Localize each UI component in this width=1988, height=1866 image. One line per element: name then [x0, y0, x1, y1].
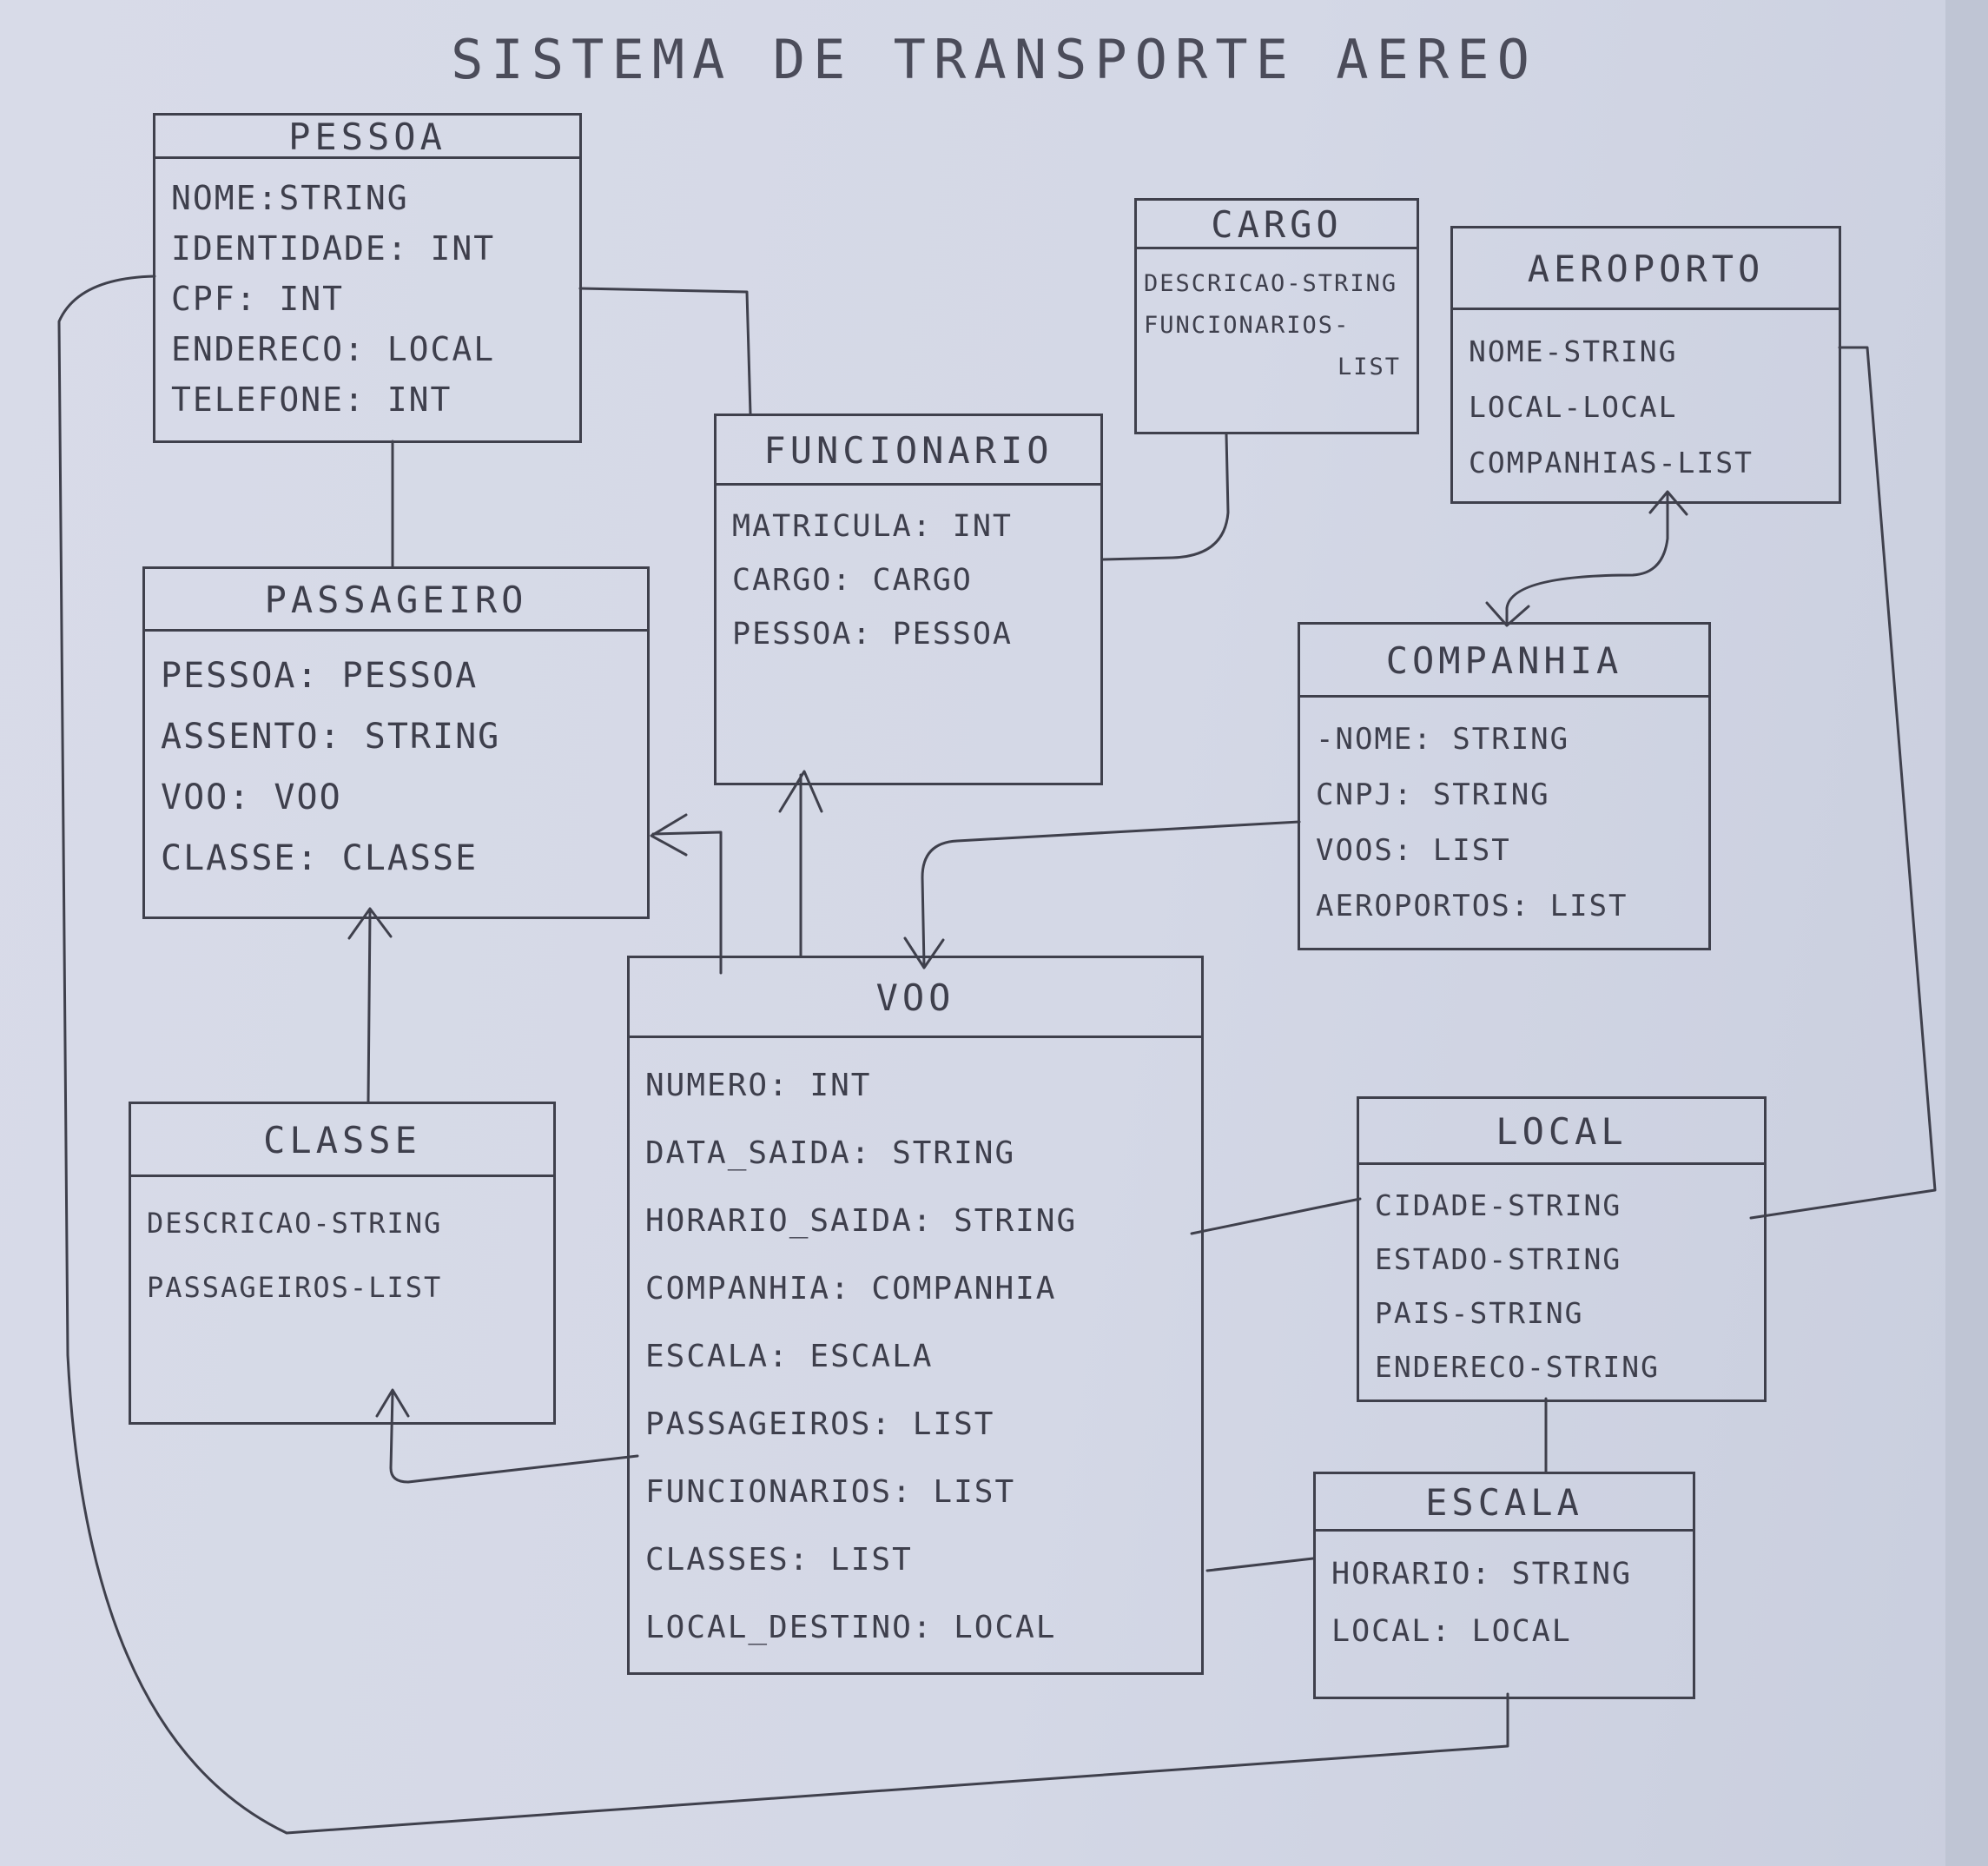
class-box-companhia: COMPANHIA -NOME: STRING CNPJ: STRING VOO… — [1298, 622, 1711, 950]
class-box-aeroporto: AEROPORTO NOME-STRING LOCAL-LOCAL COMPAN… — [1450, 226, 1841, 504]
attribute: -NOME: STRING — [1316, 722, 1570, 757]
attribute: PAIS-STRING — [1375, 1296, 1584, 1330]
attribute: DATA_SAIDA: STRING — [645, 1135, 1016, 1171]
class-name-voo: VOO — [630, 958, 1201, 1038]
attribute: TELEFONE: INT — [171, 380, 452, 419]
attribute: LOCAL-LOCAL — [1469, 390, 1678, 424]
class-box-passageiro: PASSAGEIRO PESSOA: PESSOA ASSENTO: STRIN… — [142, 566, 650, 919]
attribute: LOCAL: LOCAL — [1331, 1614, 1572, 1649]
class-box-cargo: CARGO DESCRICAO-STRING FUNCIONARIOS- LIS… — [1134, 198, 1419, 434]
attribute: CLASSE: CLASSE — [161, 838, 479, 878]
class-box-local: LOCAL CIDADE-STRING ESTADO-STRING PAIS-S… — [1357, 1096, 1767, 1402]
link-companhia-voo — [921, 820, 1301, 968]
class-box-pessoa: PESSOA NOME:STRING IDENTIDADE: INT CPF: … — [153, 113, 582, 443]
attribute: LIST — [1337, 354, 1401, 380]
attribute: MATRICULA: INT — [732, 509, 1014, 544]
class-name-cargo: CARGO — [1137, 201, 1417, 249]
link-voo-escala — [1205, 1557, 1315, 1572]
attribute: ESTADO-STRING — [1375, 1242, 1622, 1276]
attribute: CIDADE-STRING — [1375, 1188, 1622, 1222]
attribute: PESSOA: PESSOA — [732, 617, 1014, 652]
link-voo-classe — [389, 1392, 639, 1484]
class-name-passageiro: PASSAGEIRO — [145, 569, 647, 632]
attribute: FUNCIONARIOS: LIST — [645, 1474, 1016, 1510]
class-name-aeroporto: AEROPORTO — [1453, 228, 1839, 310]
class-name-companhia: COMPANHIA — [1300, 625, 1708, 698]
attribute: VOOS: LIST — [1316, 833, 1511, 868]
link-aeroporto-companhia — [1505, 493, 1669, 625]
class-box-escala: ESCALA HORARIO: STRING LOCAL: LOCAL — [1313, 1472, 1695, 1699]
class-box-voo: VOO NUMERO: INT DATA_SAIDA: STRING HORAR… — [627, 956, 1204, 1675]
attribute: PASSAGEIROS: LIST — [645, 1406, 995, 1442]
attribute: NOME-STRING — [1469, 334, 1678, 368]
arrowhead-passageiro — [650, 813, 688, 857]
attribute: HORARIO_SAIDA: STRING — [645, 1203, 1078, 1239]
attribute: CPF: INT — [171, 280, 345, 318]
attribute: HORARIO: STRING — [1331, 1557, 1633, 1591]
attribute: PASSAGEIROS-LIST — [147, 1271, 443, 1304]
arrowhead-companhia — [1485, 601, 1530, 627]
link-pessoa-funcionario — [578, 287, 752, 415]
attribute: FUNCIONARIOS- — [1144, 312, 1351, 339]
arrowhead-passageiro-2 — [347, 907, 393, 940]
attribute: LOCAL_DESTINO: LOCAL — [645, 1610, 1057, 1645]
class-box-funcionario: FUNCIONARIO MATRICULA: INT CARGO: CARGO … — [714, 414, 1103, 785]
attribute: CLASSES: LIST — [645, 1542, 913, 1578]
attribute: COMPANHIAS-LIST — [1469, 446, 1754, 480]
diagram-title: SISTEMA DE TRANSPORTE AEREO — [451, 28, 1537, 91]
link-aeroporto-local — [1749, 346, 1937, 1220]
arrowhead-voo — [903, 936, 945, 969]
arrowhead-funcionario — [778, 770, 823, 813]
link-classe-passageiro — [367, 910, 372, 1103]
attribute: COMPANHIA: COMPANHIA — [645, 1271, 1057, 1307]
attribute: ENDERECO-STRING — [1375, 1350, 1661, 1384]
link-pessoa-escala-loop — [57, 275, 1509, 1835]
attribute: AEROPORTOS: LIST — [1316, 889, 1628, 923]
class-name-classe: CLASSE — [131, 1104, 553, 1177]
link-cargo-funcionario — [1101, 433, 1230, 561]
attribute: DESCRICAO-STRING — [1144, 270, 1398, 297]
attribute: VOO: VOO — [161, 778, 342, 817]
attribute: CARGO: CARGO — [732, 563, 973, 598]
attribute: ENDERECO: LOCAL — [171, 330, 496, 368]
arrowhead-classe — [375, 1388, 410, 1418]
page-edge — [1945, 0, 1988, 1866]
class-name-funcionario: FUNCIONARIO — [717, 416, 1100, 486]
attribute: NUMERO: INT — [645, 1068, 872, 1103]
attribute: DESCRICAO-STRING — [147, 1207, 443, 1240]
attribute: ESCALA: ESCALA — [645, 1339, 934, 1374]
class-name-escala: ESCALA — [1316, 1474, 1693, 1532]
link-voo-local — [1190, 1197, 1362, 1235]
class-name-local: LOCAL — [1359, 1099, 1764, 1165]
attribute: CNPJ: STRING — [1316, 778, 1550, 812]
arrowhead-aeroporto — [1648, 490, 1688, 516]
link-voo-passageiro — [651, 830, 723, 975]
attribute: IDENTIDADE: INT — [171, 229, 496, 268]
class-name-pessoa: PESSOA — [155, 116, 579, 159]
attribute: ASSENTO: STRING — [161, 717, 501, 757]
class-box-classe: CLASSE DESCRICAO-STRING PASSAGEIROS-LIST — [129, 1102, 556, 1425]
attribute: PESSOA: PESSOA — [161, 656, 479, 696]
attribute: NOME:STRING — [171, 179, 409, 217]
